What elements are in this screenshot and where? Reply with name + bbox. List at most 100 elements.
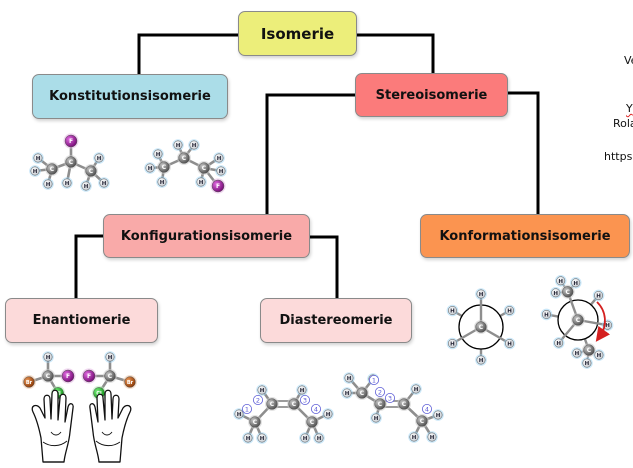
side-text-line-4: https: [604, 150, 633, 163]
atom-sphere: [249, 416, 261, 428]
atom-label: H: [36, 156, 41, 162]
hydrogen-atom: H: [98, 177, 110, 189]
bromine-atom: Br: [123, 375, 137, 389]
atom-label: H: [300, 388, 305, 394]
number-text: 3: [303, 396, 307, 404]
carbon-number-label: 3: [299, 394, 310, 405]
carbon-atom: C: [287, 397, 301, 411]
atom-sphere: [371, 413, 381, 423]
molecule-illustrations: CCCFHHHHHHHCCCFHHHHHHHHCFBrClHCFBrClHCCC…: [22, 133, 614, 444]
carbon-atom: C: [197, 161, 211, 175]
atom-label: H: [345, 391, 350, 397]
hydrogen-atom: H: [42, 351, 54, 363]
number-text: 1: [372, 376, 376, 384]
atom-label: H: [33, 169, 38, 175]
hydrogen-atom: H: [554, 275, 567, 287]
carbon-atom: C: [571, 313, 585, 327]
hydrogen-atom: H: [80, 180, 92, 192]
hand-palm-line: [95, 440, 121, 447]
atom-label: C: [587, 347, 592, 354]
bromine-atom: Br: [22, 375, 36, 389]
atom-label: H: [46, 182, 51, 188]
hydrogen-atom: H: [370, 412, 382, 424]
atom-label: C: [378, 401, 383, 408]
atom-sphere: [266, 398, 278, 410]
side-text-line-1: Ve: [624, 54, 633, 67]
number-text: 2: [256, 396, 260, 404]
fluorine-atom: F: [81, 368, 97, 384]
atom-sphere: [306, 416, 318, 428]
atom-sphere: [505, 306, 515, 315]
atom-sphere: [23, 376, 35, 388]
atom-sphere: [243, 433, 253, 443]
hydrogen-atom: H: [552, 337, 565, 349]
atom-sphere: [214, 153, 224, 163]
atom-label: H: [97, 156, 102, 162]
atom-label: H: [317, 436, 322, 442]
hand-palm-line: [101, 431, 113, 436]
number-circle: [241, 403, 252, 414]
carbon-atom: C: [373, 397, 387, 411]
stereoisomerie-node: Stereoisomerie: [355, 73, 508, 117]
atom-sphere: [300, 433, 310, 443]
hydrogen-atom: H: [343, 372, 355, 384]
atom-sphere: [99, 178, 109, 188]
atom-label: C: [69, 159, 74, 166]
atom-label: C: [576, 317, 581, 324]
carbon-atom: C: [248, 415, 262, 429]
atom-label: H: [84, 184, 89, 190]
carbon-atom: C: [64, 155, 78, 169]
connector-line: [265, 93, 355, 214]
hydrogen-atom: H: [195, 176, 207, 188]
hydrogen-atom: H: [152, 148, 164, 160]
atom-label: H: [148, 166, 153, 172]
atom-label: H: [450, 341, 455, 347]
hydrogen-atom: H: [549, 287, 562, 299]
tree-connectors: [74, 33, 540, 298]
hydrogen-atom: H: [475, 288, 487, 300]
atom-label: H: [558, 279, 563, 285]
atom-label: C: [202, 165, 207, 172]
fluorine-atom: F: [210, 178, 226, 194]
carbon-number-label: 1: [368, 374, 379, 385]
atom-sphere: [81, 181, 91, 191]
atom-sphere: [447, 339, 457, 348]
atom-sphere: [46, 163, 58, 175]
hydrogen-atom: H: [540, 308, 553, 321]
hydrogen-atom: H: [446, 304, 459, 317]
hydrogen-atom: H: [341, 387, 353, 399]
atom-label: H: [102, 181, 107, 187]
atom-label: F: [66, 373, 70, 380]
atom-label: C: [420, 418, 425, 425]
atom-label: Br: [127, 380, 134, 386]
atom-label: H: [450, 308, 455, 314]
atom-sphere: [234, 409, 244, 419]
atom-label: H: [246, 436, 251, 442]
hydrogen-atom: H: [432, 409, 444, 421]
carbon-atom: C: [84, 164, 98, 178]
atom-label: H: [156, 152, 161, 158]
isomerie-node: Isomerie: [238, 11, 357, 56]
number-circle: [421, 403, 432, 414]
atom-label: H: [176, 143, 181, 149]
atom-sphere: [562, 286, 574, 298]
atom-sphere: [297, 385, 307, 395]
hydrogen-atom: H: [156, 176, 168, 188]
atom-sphere: [433, 410, 443, 420]
hydrogen-atom: H: [408, 431, 420, 443]
atom-label: C: [310, 419, 315, 426]
atom-sphere: [94, 153, 104, 163]
atom-sphere: [62, 178, 72, 188]
atom-sphere: [145, 163, 155, 173]
hydrogen-atom: H: [503, 337, 516, 350]
hydrogen-atom: H: [213, 152, 225, 164]
atom-sphere: [157, 177, 167, 187]
atom-label: H: [585, 361, 590, 367]
atom-sphere: [211, 179, 225, 193]
connector-line: [310, 235, 339, 298]
number-circle: [310, 403, 321, 414]
atom-label: C: [182, 155, 187, 162]
atom-label: H: [414, 387, 419, 393]
carbon-atom: C: [397, 397, 411, 411]
